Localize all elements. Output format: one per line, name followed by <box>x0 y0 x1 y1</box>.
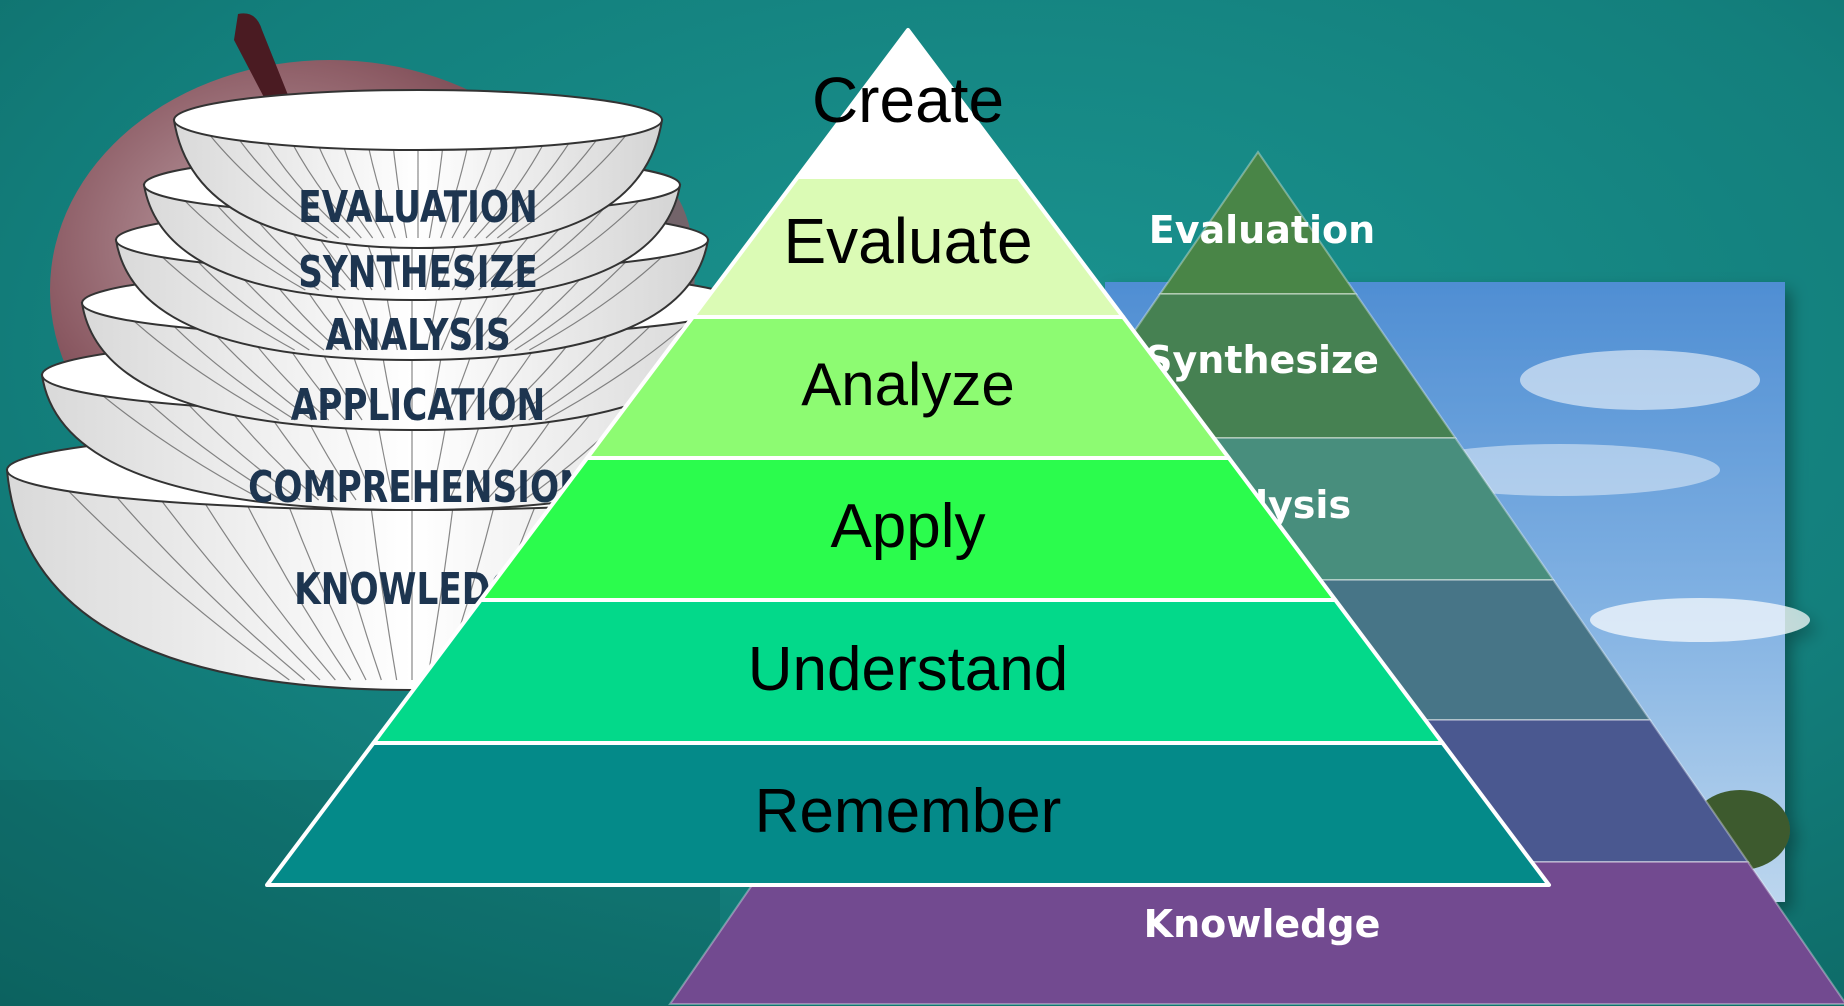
back-tier-label: Knowledge <box>1144 902 1381 946</box>
front-tier-label: Remember <box>755 777 1062 846</box>
front-tier-label: Understand <box>748 635 1069 704</box>
bowl-label-comprehension: COMPREHENSION <box>248 462 588 513</box>
onion-stem <box>234 13 290 105</box>
front-tier-remember <box>265 741 1551 887</box>
front-pyramid: CreateEvaluateAnalyzeApplyUnderstandReme… <box>265 28 1551 887</box>
back-tier-label: Synthesize <box>1145 338 1379 382</box>
bowl-1 <box>172 89 664 250</box>
front-tier-label: Evaluate <box>783 205 1032 277</box>
bowl-label-analysis: ANALYSIS <box>325 310 510 361</box>
front-tier-label: Create <box>812 64 1004 136</box>
back-tier-sheen <box>670 862 1844 1004</box>
front-tier-label: Apply <box>830 492 985 561</box>
bowl-label-synthesize: SYNTHESIZE <box>298 247 538 298</box>
back-tier-label: Evaluation <box>1149 208 1375 252</box>
back-tier-sheen <box>1160 152 1356 294</box>
front-tier-label: Analyze <box>801 351 1014 418</box>
bowl-label-evaluation: EVALUATION <box>298 182 538 233</box>
bowl-label-application: APPLICATION <box>291 380 546 431</box>
